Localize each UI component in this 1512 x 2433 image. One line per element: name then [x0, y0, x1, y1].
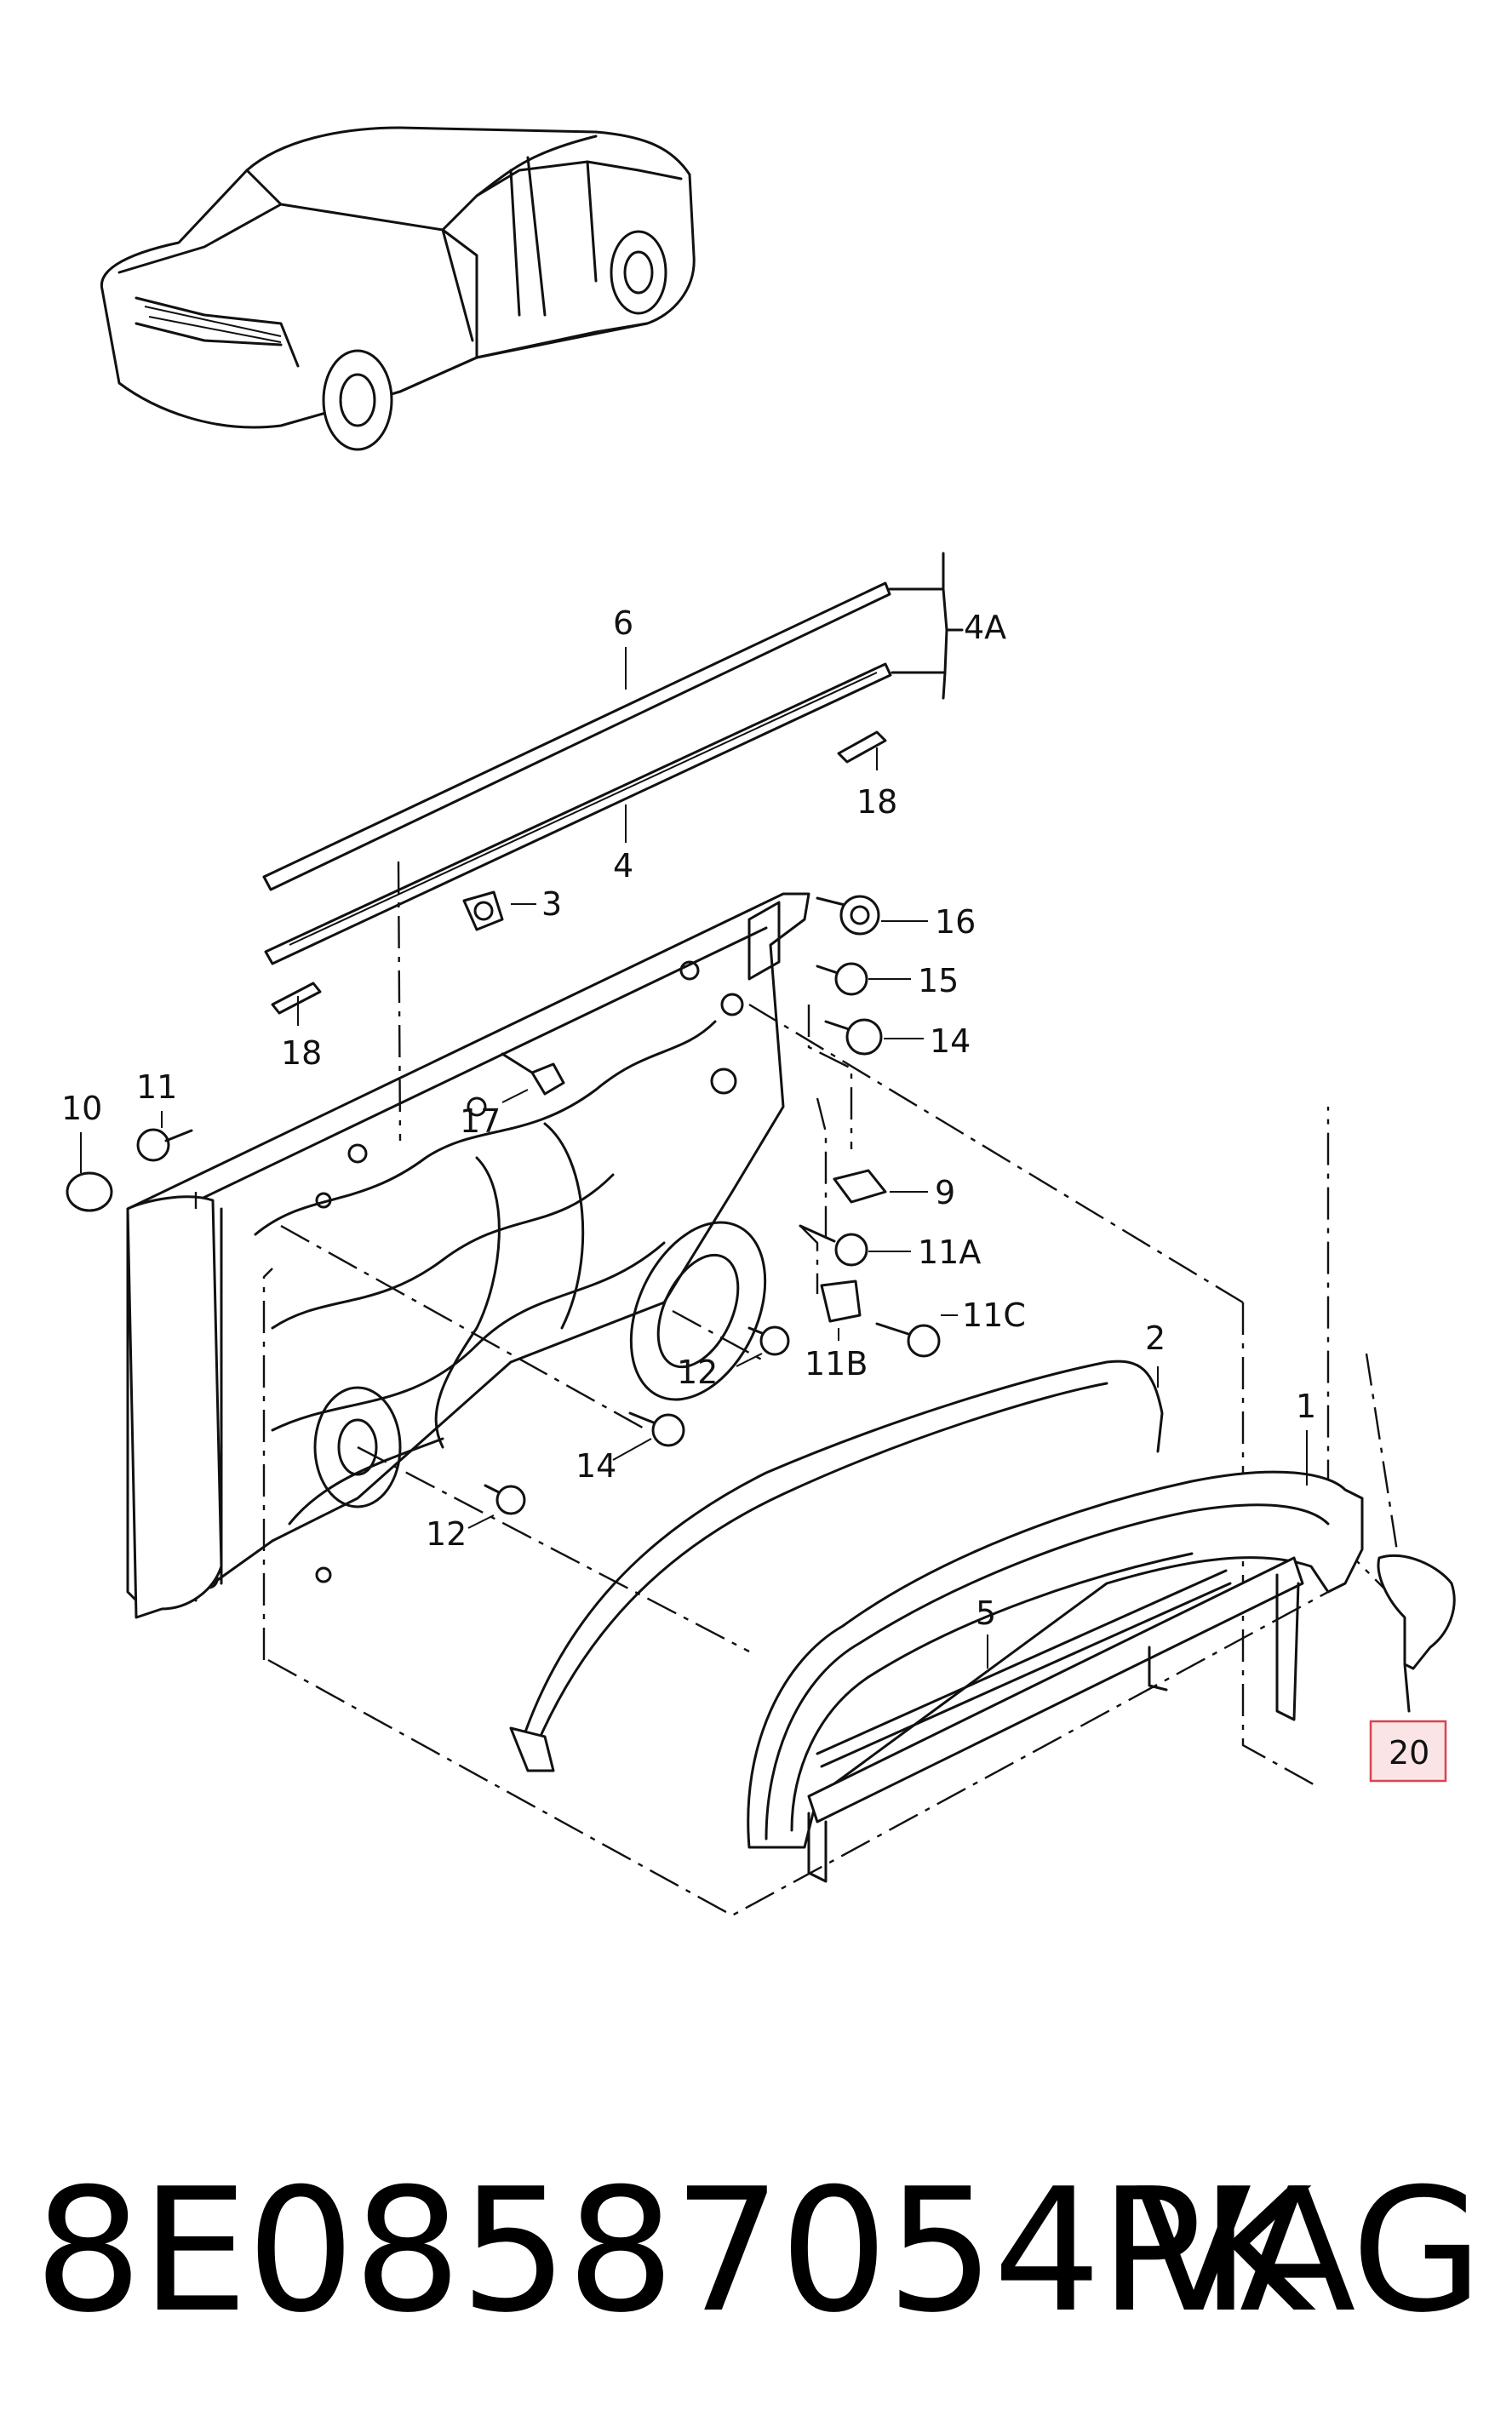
callout-15: 15 — [918, 962, 959, 999]
part-11a-bolt — [799, 1224, 868, 1267]
leader-lines — [80, 647, 1308, 1669]
callout-20-highlight: 20 — [1369, 1720, 1447, 1783]
part-12-bolt-lower — [484, 1484, 526, 1515]
door-inner-panel — [126, 892, 810, 1611]
callout-9: 9 — [935, 1174, 955, 1211]
callout-14-upper: 14 — [930, 1022, 971, 1060]
callout-16: 16 — [935, 903, 976, 941]
part-9-bracket — [833, 1169, 887, 1204]
callout-4: 4 — [613, 847, 633, 884]
door-front-edge — [126, 1195, 223, 1619]
callout-12-lower: 12 — [426, 1515, 467, 1553]
part-14-bolt-upper — [824, 1018, 883, 1056]
callout-11b: 11B — [805, 1345, 868, 1383]
part-18-clip-left — [271, 982, 322, 1015]
part-20-corner-trim — [1377, 1554, 1456, 1713]
callout-20: 20 — [1389, 1734, 1429, 1772]
bracket-4a — [888, 552, 964, 700]
callout-3: 3 — [541, 885, 562, 923]
part-3-clip — [462, 890, 504, 931]
part-18-clip-right — [837, 730, 887, 764]
part-11c-screw — [875, 1322, 941, 1358]
callout-6: 6 — [613, 604, 633, 642]
part-1-window-frame — [747, 1470, 1364, 1883]
part-10-plug — [66, 1171, 113, 1212]
part-16-bolt — [816, 895, 880, 936]
callout-2: 2 — [1145, 1320, 1166, 1357]
part-17-nut — [501, 1052, 565, 1096]
car-thumbnail — [100, 126, 696, 451]
callout-1: 1 — [1296, 1388, 1316, 1425]
part-11-bolt — [136, 1128, 193, 1162]
callout-12-upper: 12 — [677, 1354, 718, 1391]
part-4-inner-strip — [264, 662, 892, 965]
part-6-outer-strip — [262, 581, 891, 891]
part-15-bolt — [816, 962, 868, 996]
part-2-seal — [509, 1360, 1164, 1772]
callout-4a: 4A — [964, 609, 1006, 646]
callout-18-right: 18 — [856, 783, 897, 821]
callout-18-left: 18 — [281, 1034, 322, 1072]
part-12-bolt-upper — [747, 1325, 790, 1356]
callout-14-lower: 14 — [576, 1447, 616, 1485]
brand-label: VAG — [1135, 2152, 1483, 2350]
callout-labels: 6 4A 18 4 3 16 15 14 18 11 10 17 9 11A 1… — [61, 604, 1316, 1632]
callout-17: 17 — [460, 1102, 501, 1140]
callout-11a: 11A — [918, 1234, 981, 1271]
callout-5: 5 — [976, 1594, 996, 1632]
part-11b-nut — [820, 1279, 862, 1323]
part-5-strip — [816, 1569, 1232, 1768]
callout-10: 10 — [61, 1090, 102, 1127]
part-number: 8E08587054PK — [34, 2152, 1312, 2350]
callout-11: 11 — [136, 1068, 177, 1106]
assembly-guide-lines — [194, 861, 1406, 1917]
part-14-bolt-lower — [628, 1411, 685, 1447]
callout-11c: 11C — [962, 1297, 1026, 1334]
footer: 8E08587054PK VAG — [34, 2152, 1483, 2350]
